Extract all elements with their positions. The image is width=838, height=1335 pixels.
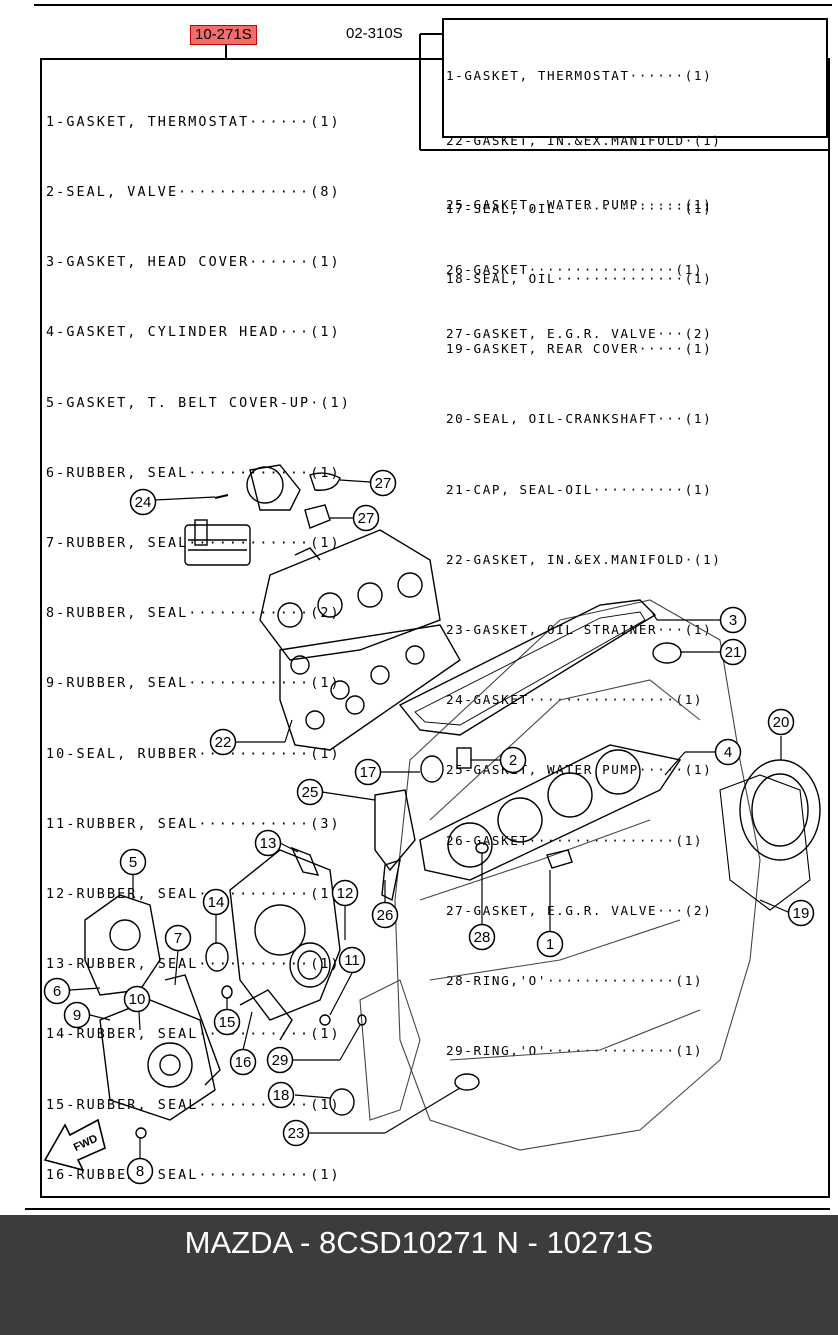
callout-number: 21 <box>725 644 742 661</box>
list-item: 13-RUBBER, SEAL···········(1) <box>46 957 341 973</box>
list-item: 26-GASKET················(1) <box>446 261 704 277</box>
kit-code-label: 10-271S <box>190 25 257 45</box>
callout-number: 18 <box>273 1087 290 1104</box>
list-item: 18-SEAL, OIL··············(1) <box>446 271 713 287</box>
list-item: 3-GASKET, HEAD COVER······(1) <box>46 255 341 271</box>
callout-number: 17 <box>360 764 377 781</box>
callout-number: 25 <box>302 784 319 801</box>
list-item: 27-GASKET, E.G.R. VALVE···(2) <box>446 326 713 341</box>
list-item: 20-SEAL, OIL-CRANKSHAFT···(1) <box>446 411 713 427</box>
thermostat-housing <box>246 464 341 529</box>
list-item: 23-GASKET, OIL STRAINER···(1) <box>446 622 713 638</box>
list-item: 1-GASKET, THERMOSTAT······(1) <box>446 68 713 83</box>
callout-number: 16 <box>235 1054 252 1071</box>
list-item: 25-GASKET, WATER PUMP·····(1) <box>446 197 713 212</box>
callout-number: 12 <box>337 885 354 902</box>
ref-box <box>442 18 828 138</box>
callout-number: 10 <box>129 991 146 1008</box>
list-item: 19-GASKET, REAR COVER·····(1) <box>446 341 713 357</box>
top-border <box>34 4 832 6</box>
list-item: 9-RUBBER, SEAL············(1) <box>46 676 341 692</box>
left-parts-list: 1-GASKET, THERMOSTAT······(1) 2-SEAL, VA… <box>46 64 351 1234</box>
list-item: 6-RUBBER, SEAL············(1) <box>46 465 341 481</box>
callout-number: 24 <box>135 494 152 511</box>
callout-number: 1 <box>546 936 554 953</box>
callout-number: 27 <box>358 510 375 527</box>
callout-number: 5 <box>129 854 137 871</box>
list-item: 10-SEAL, RUBBER···········(1) <box>46 746 341 762</box>
callout-number: 28 <box>474 929 491 946</box>
list-item: 24-GASKET················(1) <box>446 692 704 708</box>
bottom-rule <box>25 1208 830 1210</box>
list-item: 27-GASKET, E.G.R. VALVE···(2) <box>446 902 713 918</box>
callout-number: 13 <box>260 835 277 852</box>
ref-code-label: 02-310S <box>346 25 403 42</box>
footer-bar <box>0 1215 838 1335</box>
callout-number: 2 <box>509 752 517 769</box>
leader-lines <box>69 479 789 1158</box>
list-item: 26-GASKET················(1) <box>446 832 704 848</box>
footer-caption: MAZDA - 8CSD10271 N - 10271S <box>184 1225 654 1260</box>
list-item: 17-SEAL, OIL··············(1) <box>446 200 713 216</box>
list-item: 4-GASKET, CYLINDER HEAD···(1) <box>46 325 341 341</box>
list-item: 11-RUBBER, SEAL···········(3) <box>46 816 341 832</box>
list-item: 12-RUBBER, SEAL···········(1) <box>46 887 341 903</box>
callout-number: 8 <box>136 1163 144 1180</box>
callout-number: 19 <box>793 905 810 922</box>
callout-number: 26 <box>377 907 394 924</box>
main-box <box>40 58 830 1198</box>
seal-cap <box>652 642 682 664</box>
manifold-gasket <box>279 624 461 751</box>
timing-belt-covers <box>84 849 341 1121</box>
list-item: 8-RUBBER, SEAL············(2) <box>46 606 341 622</box>
engine-block <box>359 599 761 1151</box>
callout-number: 9 <box>73 1007 81 1024</box>
callout-number: 3 <box>729 612 737 629</box>
list-item: 22-GASKET, IN.&EX.MANIFOLD·(1) <box>446 132 722 148</box>
callout-number: 22 <box>215 734 232 751</box>
callout-number: 23 <box>288 1125 305 1142</box>
callout-number: 7 <box>174 930 182 947</box>
ref-parts-list: 1-GASKET, THERMOSTAT······(1) 22-GASKET,… <box>446 22 721 388</box>
list-item: 2-SEAL, VALVE·············(8) <box>46 185 341 201</box>
rear-oil-seal <box>719 759 821 911</box>
fwd-arrow-icon <box>43 1118 106 1172</box>
list-item: 29-RING,'O'··············(1) <box>446 1043 704 1059</box>
list-item: 21-CAP, SEAL-OIL··········(1) <box>446 481 713 497</box>
callout-number: 15 <box>219 1014 236 1031</box>
oil-cooler <box>184 519 251 566</box>
list-item: 5-GASKET, T. BELT COVER-UP·(1) <box>46 395 351 411</box>
list-item: 1-GASKET, THERMOSTAT······(1) <box>46 114 341 130</box>
right-parts-list: 17-SEAL, OIL··············(1) 18-SEAL, O… <box>446 150 721 1109</box>
callout-number: 11 <box>344 952 360 969</box>
list-item: 28-RING,'O'··············(1) <box>446 973 704 989</box>
list-item: 16-RUBBER, SEAL···········(1) <box>46 1167 341 1183</box>
callout-number: 6 <box>53 983 61 1000</box>
list-item: 22-GASKET, IN.&EX.MANIFOLD·(1) <box>446 551 722 567</box>
callout-number: 14 <box>208 894 225 911</box>
list-item: 15-RUBBER, SEAL···········(1) <box>46 1097 341 1113</box>
callout-number: 29 <box>272 1052 289 1069</box>
callout-number: 4 <box>724 744 732 761</box>
callout-number: 20 <box>773 714 790 731</box>
head-cover-gasket <box>398 599 657 736</box>
callout-number: 27 <box>375 475 392 492</box>
fwd-label: FWD <box>72 1133 100 1154</box>
cylinder-head-gasket <box>419 744 682 881</box>
intake-manifold <box>259 529 441 661</box>
